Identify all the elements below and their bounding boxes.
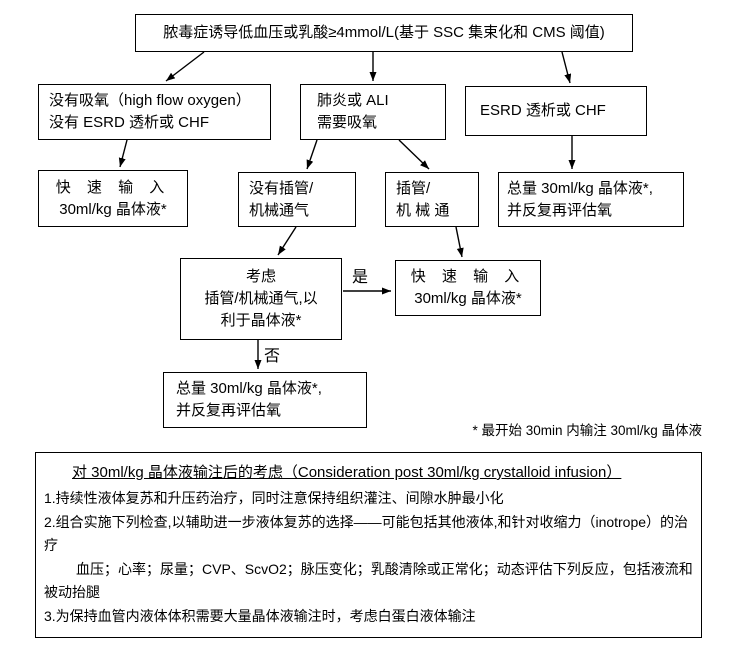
node-no-intubation-line1: 没有插管/ [249,179,314,197]
node-total-bottom-line1: 总量 30ml/kg 晶体液*, [176,380,322,398]
node-no-oxygen-line2: 没有 ESRD 透析或 CHF [49,114,210,131]
consideration-item-1: 1.持续性液体复苏和升压药治疗，同时注意保持组织灌注、间隙水肿最小化 [44,490,504,507]
arrow-pneumonia-to-no-intubation [306,139,318,170]
arrow-intubation-to-rapid-mid [455,226,464,258]
yes-branch-label: 是 [352,269,369,286]
node-intubation-line1: 插管/ [396,179,431,197]
node-no-intubation-line2: 机械通气 [249,201,310,219]
node-consider-intubation: 考虑 插管/机械通气,以 利于晶体液* [180,258,342,340]
node-consider-line3: 利于晶体液* [220,311,302,329]
node-consider-line1: 考虑 [245,268,276,286]
node-no-intubation: 没有插管/ 机械通气 [238,172,356,227]
node-rapid-left-line1: 快 速 输 入 [55,178,171,196]
asterisk-footnote: * 最开始 30min 内输注 30ml/kg 晶体液 [472,423,702,438]
post-infusion-considerations-box: 对 30ml/kg 晶体液输注后的考虑（Consideration post 3… [35,452,702,638]
considerations-title: 对 30ml/kg 晶体液输注后的考虑（Consideration post 3… [72,464,622,481]
node-rapid-infusion-left: 快 速 输 入 30ml/kg 晶体液* [38,170,188,227]
node-rapid-infusion-mid: 快 速 输 入 30ml/kg 晶体液* [395,260,541,316]
node-total-right: 总量 30ml/kg 晶体液*, 并反复再评估氧 [498,172,684,227]
node-total-bottom-line2: 并反复再评估氧 [176,402,282,419]
consideration-item-2-detail: 血压；心率；尿量；CVP、ScvO2；脉压变化；乳酸清除或正常化；动态评估下列反… [44,560,693,601]
arrow-top-to-esrd [561,51,572,84]
node-esrd-chf: ESRD 透析或 CHF [465,86,647,136]
node-rapid-mid-line1: 快 速 输 入 [410,268,526,286]
consideration-item-2: 2.组合实施下列检查,以辅助进一步液体复苏的选择——可能包括其他液体,和针对收缩… [44,513,689,554]
node-total-right-line1: 总量 30ml/kg 晶体液*, [507,179,653,197]
node-pneumonia-line2: 需要吸氧 [317,114,378,131]
node-esrd-text: ESRD 透析或 CHF [480,102,606,120]
consideration-item-3: 3.为保持血管内液体体积需要大量晶体液输注时，考虑白蛋白液体输注 [44,607,476,624]
node-intubation: 插管/ 机 械 通 [385,172,479,227]
arrow-pneumonia-to-intubation [398,139,430,170]
node-rapid-left-line2: 30ml/kg 晶体液* [59,200,167,218]
arrow-top-to-no-oxygen [165,51,205,82]
node-no-oxygen: 没有吸氧（high flow oxygen） 没有 ESRD 透析或 CHF [38,84,271,140]
node-no-oxygen-line1: 没有吸氧（high flow oxygen） [49,92,251,110]
node-total-bottom: 总量 30ml/kg 晶体液*, 并反复再评估氧 [163,372,367,428]
node-pneumonia-ali: 肺炎或 ALI 需要吸氧 [300,84,446,140]
node-consider-line2: 插管/机械通气,以 [204,290,318,308]
node-intubation-line2: 机 械 通 [396,201,450,219]
node-total-right-line2: 并反复再评估氧 [507,201,613,219]
arrow-no-oxygen-to-rapid-left [118,139,128,168]
node-sepsis-trigger-text: 脓毒症诱导低血压或乳酸≥4mmol/L(基于 SSC 集束化和 CMS 阈值) [163,24,605,42]
no-branch-label: 否 [264,348,281,365]
node-sepsis-trigger: 脓毒症诱导低血压或乳酸≥4mmol/L(基于 SSC 集束化和 CMS 阈值) [135,14,633,52]
node-pneumonia-line1: 肺炎或 ALI [317,92,389,110]
node-rapid-mid-line2: 30ml/kg 晶体液* [414,290,522,307]
arrow-no-intubation-to-consider [277,226,297,256]
